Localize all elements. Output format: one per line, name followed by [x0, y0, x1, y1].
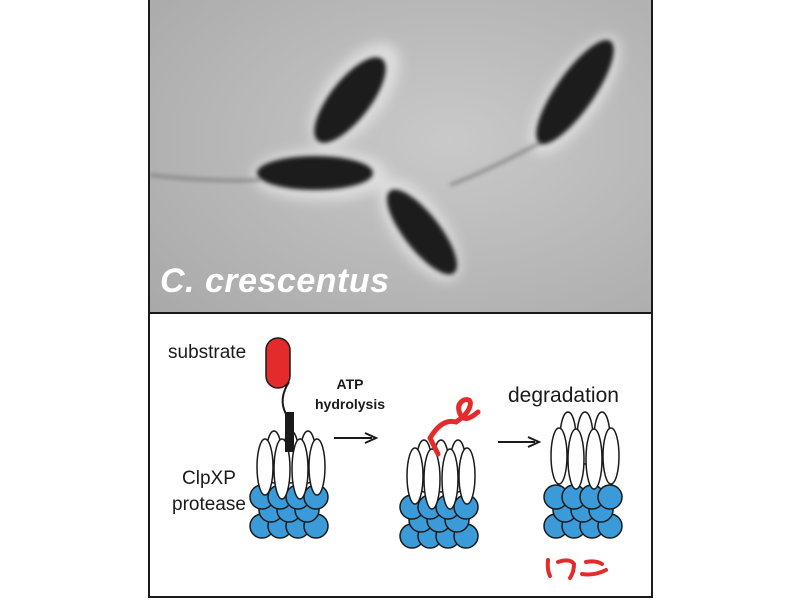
protease-label: ClpXP protease: [172, 466, 246, 518]
peptide-fragments: [545, 558, 608, 580]
figure-frame: C. crescentus: [148, 0, 653, 598]
protease-diagram: substrate ClpXP protease ATP hydrolysis …: [150, 314, 651, 598]
clpx-ring: [550, 411, 620, 490]
micrograph-image: [150, 0, 651, 312]
protease-label-line1: ClpXP: [182, 468, 236, 489]
substrate-protein: [265, 337, 291, 389]
clpxp-complex-intact: [249, 337, 329, 539]
protease-label-line2: protease: [172, 494, 246, 515]
arrow-step1: [334, 432, 379, 444]
degradation-label: degradation: [508, 384, 619, 407]
degron-tag: [285, 412, 294, 452]
clpp-spheres: [543, 484, 623, 539]
atp-label-line2: hydrolysis: [314, 396, 386, 412]
micrograph-caption: C. crescentus: [160, 262, 390, 300]
unfolding-substrate: [427, 397, 481, 441]
micrograph-panel: C. crescentus: [150, 0, 651, 312]
panel-divider: [150, 312, 651, 314]
clpx-ring: [406, 439, 476, 510]
atp-label-line1: ATP: [336, 376, 364, 392]
clpxp-complex-degrading: [543, 411, 623, 580]
clpxp-complex-unfolding: [399, 397, 481, 549]
atp-hydrolysis-label: ATP hydrolysis: [310, 374, 390, 414]
diagram-art: [249, 337, 623, 580]
clpx-ring: [256, 430, 326, 500]
arrow-step2: [498, 436, 542, 448]
substrate-label: substrate: [168, 342, 247, 363]
